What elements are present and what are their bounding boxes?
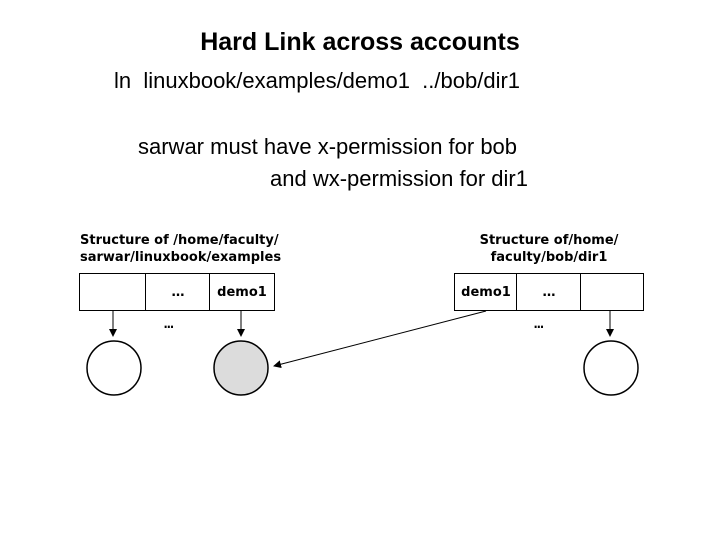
- slide-title: Hard Link across accounts: [200, 28, 520, 56]
- right-below-ellipsis: …: [534, 313, 546, 332]
- left-structure-label-line1: Structure of /home/faculty/: [80, 233, 279, 248]
- inode-demo1-shared: [213, 340, 269, 396]
- left-dir-entry-demo1: demo1: [209, 273, 275, 311]
- right-structure-label-line2: faculty/bob/dir1: [490, 250, 608, 265]
- right-dir-entry-demo1: demo1: [454, 273, 518, 311]
- ln-command: ln linuxbook/examples/demo1 ../bob/dir1: [114, 68, 521, 93]
- left-structure-label: Structure of /home/faculty/ sarwar/linux…: [80, 232, 281, 266]
- right-dir-entry-ellipsis: …: [516, 273, 582, 311]
- left-structure-label-line2: sarwar/linuxbook/examples: [80, 250, 282, 265]
- inode-left-entry: [86, 340, 142, 396]
- inode-right-entry: [583, 340, 639, 396]
- right-structure-label: Structure of/home/ faculty/bob/dir1: [464, 232, 634, 266]
- hard-link-arrow: [273, 310, 487, 369]
- left-dir-entry-ellipsis: …: [145, 273, 211, 311]
- permission-note-line1: sarwar must have x-permission for bob: [138, 134, 518, 159]
- left-dir-entry-1: [79, 273, 147, 311]
- right-dir-entry-3: [580, 273, 644, 311]
- right-structure-label-line1: Structure of/home/: [479, 233, 619, 248]
- permission-note-line2: and wx-permission for dir1: [270, 166, 528, 191]
- left-below-ellipsis: …: [164, 313, 176, 332]
